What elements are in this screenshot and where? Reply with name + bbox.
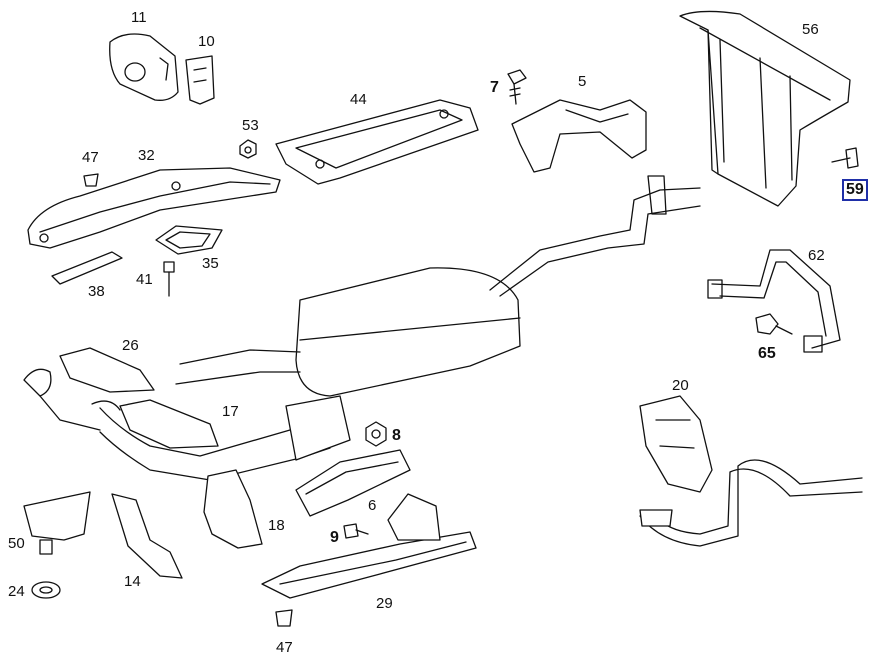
- part-38-bracket[interactable]: [51, 251, 123, 285]
- callout-5: 5: [578, 73, 587, 90]
- part-7-bolt[interactable]: [507, 69, 527, 105]
- exhaust-pipe-main[interactable]: [99, 175, 701, 481]
- callout-62: 62: [808, 247, 825, 264]
- callout-50: 50: [8, 535, 25, 552]
- part-35-plate[interactable]: [155, 225, 223, 255]
- part-65-bolt[interactable]: [755, 313, 793, 335]
- callout-32: 32: [138, 147, 155, 164]
- part-5-bracket[interactable]: [511, 99, 647, 173]
- part-17-front-pipe[interactable]: [39, 395, 219, 449]
- part-56-rear-shield[interactable]: [679, 10, 851, 207]
- callout-38: 38: [88, 283, 105, 300]
- callout-53: 53: [242, 117, 259, 134]
- callout-8: 8: [392, 427, 401, 444]
- part-10-bracket[interactable]: [185, 55, 215, 105]
- callout-10: 10: [198, 33, 215, 50]
- part-18-shield[interactable]: [203, 469, 263, 549]
- callout-44: 44: [350, 91, 367, 108]
- part-8-nut[interactable]: [365, 421, 387, 447]
- part-9-clip[interactable]: [343, 523, 369, 539]
- exhaust-tail-pipe[interactable]: [639, 459, 863, 547]
- part-11-heat-shield[interactable]: [109, 33, 179, 101]
- callout-41: 41: [136, 271, 153, 288]
- callout-20: 20: [672, 377, 689, 394]
- callout-65: 65: [758, 345, 776, 362]
- part-59-screw[interactable]: [831, 147, 859, 169]
- part-41-stud[interactable]: [163, 261, 175, 297]
- callout-59-highlighted[interactable]: 59: [842, 179, 868, 201]
- callout-29: 29: [376, 595, 393, 612]
- part-32-long-shield[interactable]: [27, 167, 281, 249]
- callout-24: 24: [8, 583, 25, 600]
- callout-6: 6: [368, 497, 377, 514]
- part-62-hanger[interactable]: [707, 249, 841, 353]
- callout-35: 35: [202, 255, 219, 272]
- callout-26: 26: [122, 337, 139, 354]
- callout-9: 9: [330, 529, 339, 546]
- callout-47-lower: 47: [276, 639, 293, 656]
- part-47-clip-upper[interactable]: [83, 173, 99, 187]
- part-29-bottom-shield[interactable]: [261, 493, 477, 599]
- part-44-shield-plate[interactable]: [275, 99, 479, 185]
- part-20-shield[interactable]: [639, 395, 713, 493]
- part-14-shield[interactable]: [111, 493, 183, 579]
- part-26-shield[interactable]: [23, 347, 155, 397]
- callout-11: 11: [131, 9, 147, 26]
- callout-14: 14: [124, 573, 141, 590]
- callout-47-upper: 47: [82, 149, 99, 166]
- callout-56: 56: [802, 21, 819, 38]
- callout-17: 17: [222, 403, 239, 420]
- part-47-clip-lower[interactable]: [275, 609, 293, 627]
- part-50-bracket[interactable]: [23, 491, 91, 555]
- part-53-nut[interactable]: [239, 139, 257, 159]
- part-6-shield[interactable]: [295, 449, 411, 517]
- part-24-grommet[interactable]: [31, 581, 61, 599]
- callout-18: 18: [268, 517, 285, 534]
- callout-7: 7: [490, 79, 499, 96]
